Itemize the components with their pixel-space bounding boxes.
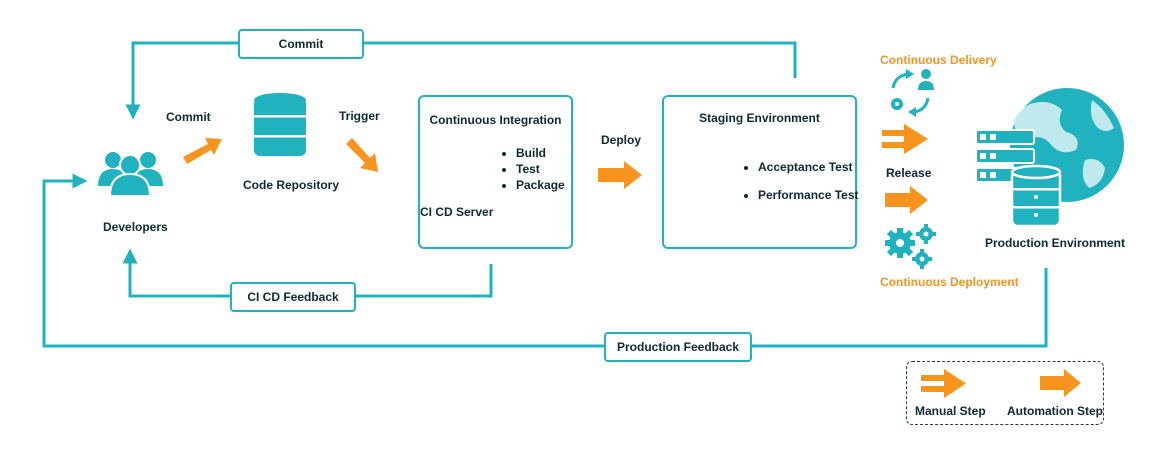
ci-steps-list: Build Test Package: [502, 145, 565, 193]
production-server-database-icon: [975, 129, 1062, 228]
deploy-arrow: [598, 161, 642, 189]
developers-label: Developers: [103, 220, 168, 234]
legend-manual-arrow: [921, 369, 966, 398]
commit-label: Commit: [166, 110, 211, 124]
code-repository-label: Code Repository: [243, 178, 340, 192]
commit-arrow: [183, 138, 222, 164]
ci-step: Test: [516, 161, 565, 177]
staging-tests-list: Acceptance Test Performance Test: [744, 153, 858, 209]
ci-cd-server-label: CI CD Server: [420, 205, 494, 219]
ci-step: Package: [516, 177, 565, 193]
trigger-label: Trigger: [339, 109, 380, 123]
legend-box: Manual Step Automation Step: [906, 361, 1104, 425]
gears-icon: [885, 224, 936, 269]
production-environment-label: Production Environment: [985, 236, 1126, 250]
release-label: Release: [886, 166, 932, 180]
legend-automation-arrow: [1040, 369, 1081, 397]
continuous-deployment-label: Continuous Deployment: [880, 275, 1019, 289]
database-icon: [254, 93, 306, 156]
trigger-arrow: [346, 138, 378, 172]
ci-box-title: Continuous Integration: [429, 113, 562, 127]
legend-automation-step-label: Automation Step: [1007, 404, 1103, 418]
staging-test: Performance Test: [758, 181, 858, 209]
commit-loop-connector: [125, 41, 797, 120]
ci-cd-feedback-tag: CI CD Feedback: [230, 282, 356, 312]
continuous-delivery-icon: [891, 69, 934, 117]
staging-environment-box: Staging Environment Acceptance Test Perf…: [662, 95, 858, 249]
continuous-integration-box: Continuous Integration Build Test Packag…: [418, 95, 573, 249]
deploy-label: Deploy: [601, 133, 642, 147]
manual-release-arrow: [882, 124, 928, 154]
continuous-delivery-label: Continuous Delivery: [880, 53, 997, 67]
developers-icon: [98, 152, 163, 197]
automation-release-arrow: [885, 186, 928, 214]
commit-loop-tag: Commit: [238, 29, 364, 59]
production-feedback-tag: Production Feedback: [604, 332, 752, 362]
commit-loop-label: Commit: [278, 37, 324, 51]
legend-manual-step-label: Manual Step: [915, 404, 986, 418]
production-feedback-connector: [42, 173, 1048, 348]
staging-test: Acceptance Test: [758, 153, 858, 181]
staging-box-title: Staging Environment: [699, 111, 820, 125]
ci-step: Build: [516, 145, 565, 161]
production-feedback-label: Production Feedback: [616, 340, 740, 354]
ci-cd-feedback-label: CI CD Feedback: [247, 290, 339, 304]
